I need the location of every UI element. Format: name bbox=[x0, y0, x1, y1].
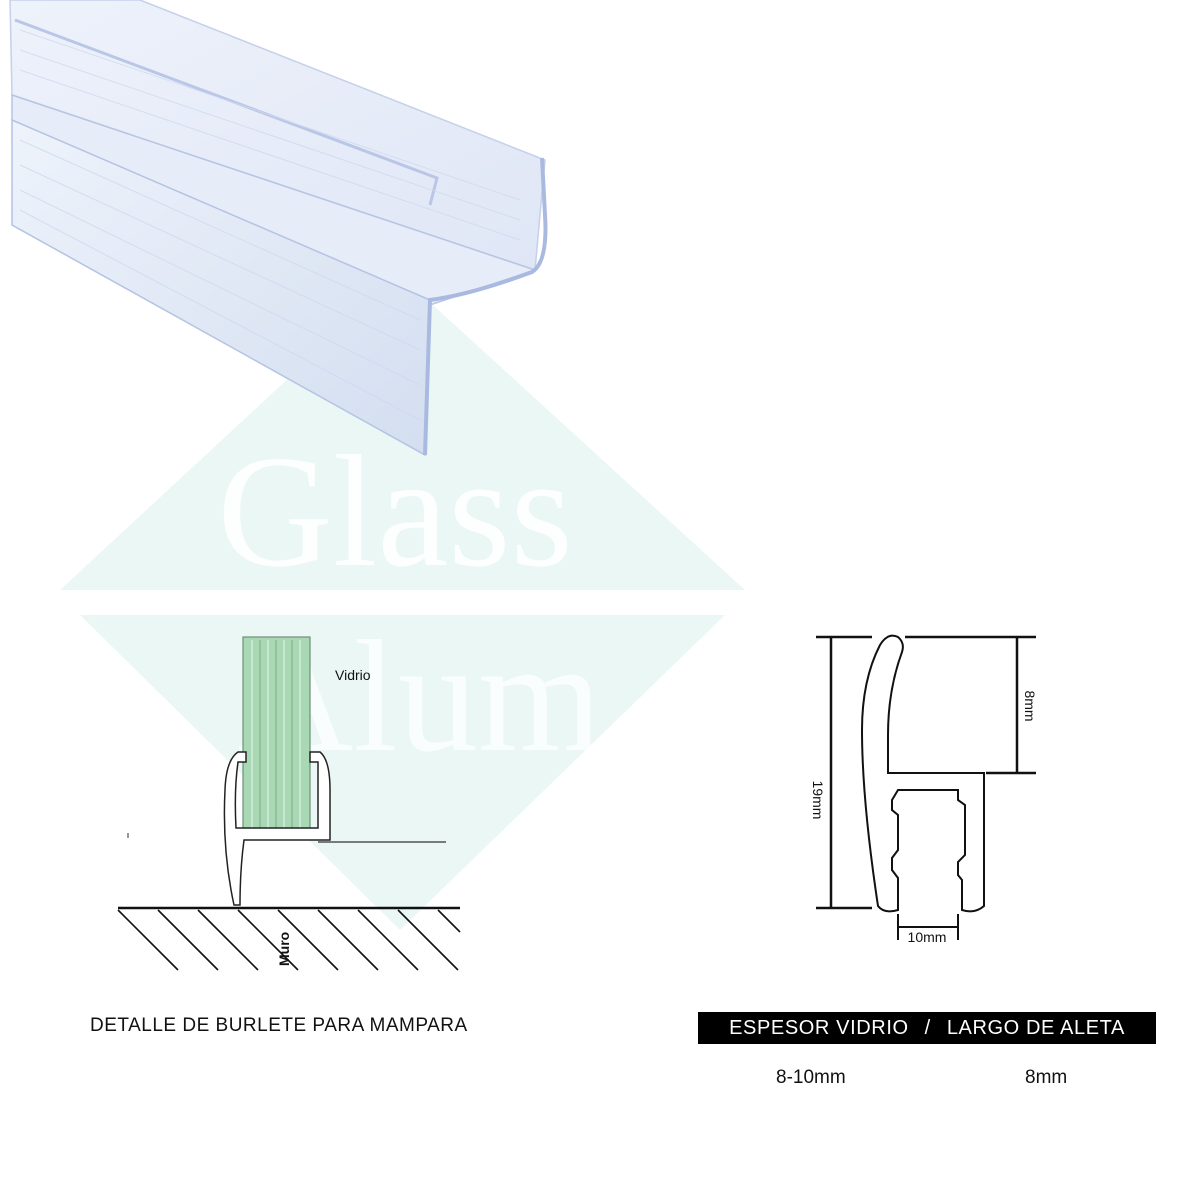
dimension-fin bbox=[905, 635, 1036, 775]
detail-caption: DETALLE DE BURLETE PARA MAMPARA bbox=[90, 1015, 468, 1036]
watermark-diamond-lower bbox=[80, 615, 725, 930]
profile-outline bbox=[860, 634, 985, 913]
dimension-width bbox=[897, 914, 959, 940]
seal-inner-lip bbox=[14, 18, 439, 206]
spec-value-fin-length: 8mm bbox=[1025, 1067, 1068, 1088]
width-label: 10mm bbox=[908, 929, 947, 945]
glass-label: Vidrio bbox=[335, 667, 371, 683]
seal-lip bbox=[423, 157, 548, 456]
spec-header: ESPESOR VIDRIO / LARGO DE ALETA bbox=[698, 1012, 1156, 1044]
spec-header-right: LARGO DE ALETA bbox=[946, 1016, 1125, 1039]
seal-streaks bbox=[19, 29, 521, 421]
wall-label: Muro bbox=[276, 932, 292, 966]
spec-header-left: ESPESOR VIDRIO bbox=[729, 1016, 909, 1039]
seal-profile-detail bbox=[223, 751, 331, 906]
floor-hatching bbox=[117, 909, 461, 971]
watermark-text-glass: Glass bbox=[217, 422, 573, 600]
spec-value-glass-thickness: 8-10mm bbox=[776, 1067, 846, 1088]
fin-label: 8mm bbox=[1022, 690, 1038, 721]
glass-panel bbox=[242, 636, 311, 831]
height-label: 19mm bbox=[810, 781, 826, 820]
dimension-height bbox=[816, 635, 872, 910]
spec-header-separator: / bbox=[924, 1016, 931, 1039]
